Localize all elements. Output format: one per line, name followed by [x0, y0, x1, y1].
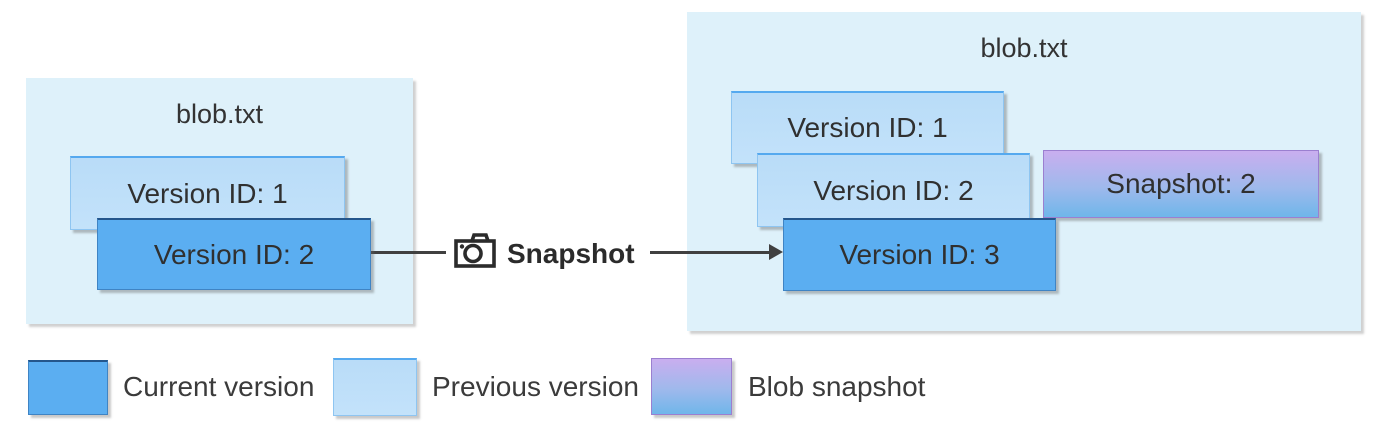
- right-version-3-card: Version ID: 3: [783, 218, 1056, 291]
- legend-swatch-blob-snapshot: [651, 358, 732, 415]
- legend-label-blob-snapshot: Blob snapshot: [748, 371, 926, 402]
- snapshot-2-card: Snapshot: 2: [1043, 150, 1319, 218]
- legend-label-current-version: Current version: [123, 371, 315, 402]
- legend-swatch-current-version: [28, 360, 108, 415]
- left-version-1-card: Version ID: 1: [70, 156, 345, 230]
- left-blob-title: blob.txt: [175, 99, 264, 129]
- right-blob-title: blob.txt: [980, 33, 1068, 63]
- camera-icon: [454, 233, 496, 268]
- snapshot-action-label: Snapshot: [507, 238, 635, 269]
- legend-label-previous-version: Previous version: [432, 371, 639, 402]
- left-version-2-card: Version ID: 2: [97, 218, 371, 290]
- right-version-2-card: Version ID: 2: [757, 153, 1030, 227]
- legend-swatch-previous-version: [333, 358, 417, 416]
- connector-line-left: [369, 251, 446, 254]
- connector-line-right: [650, 251, 771, 254]
- arrowhead-icon: [769, 244, 783, 260]
